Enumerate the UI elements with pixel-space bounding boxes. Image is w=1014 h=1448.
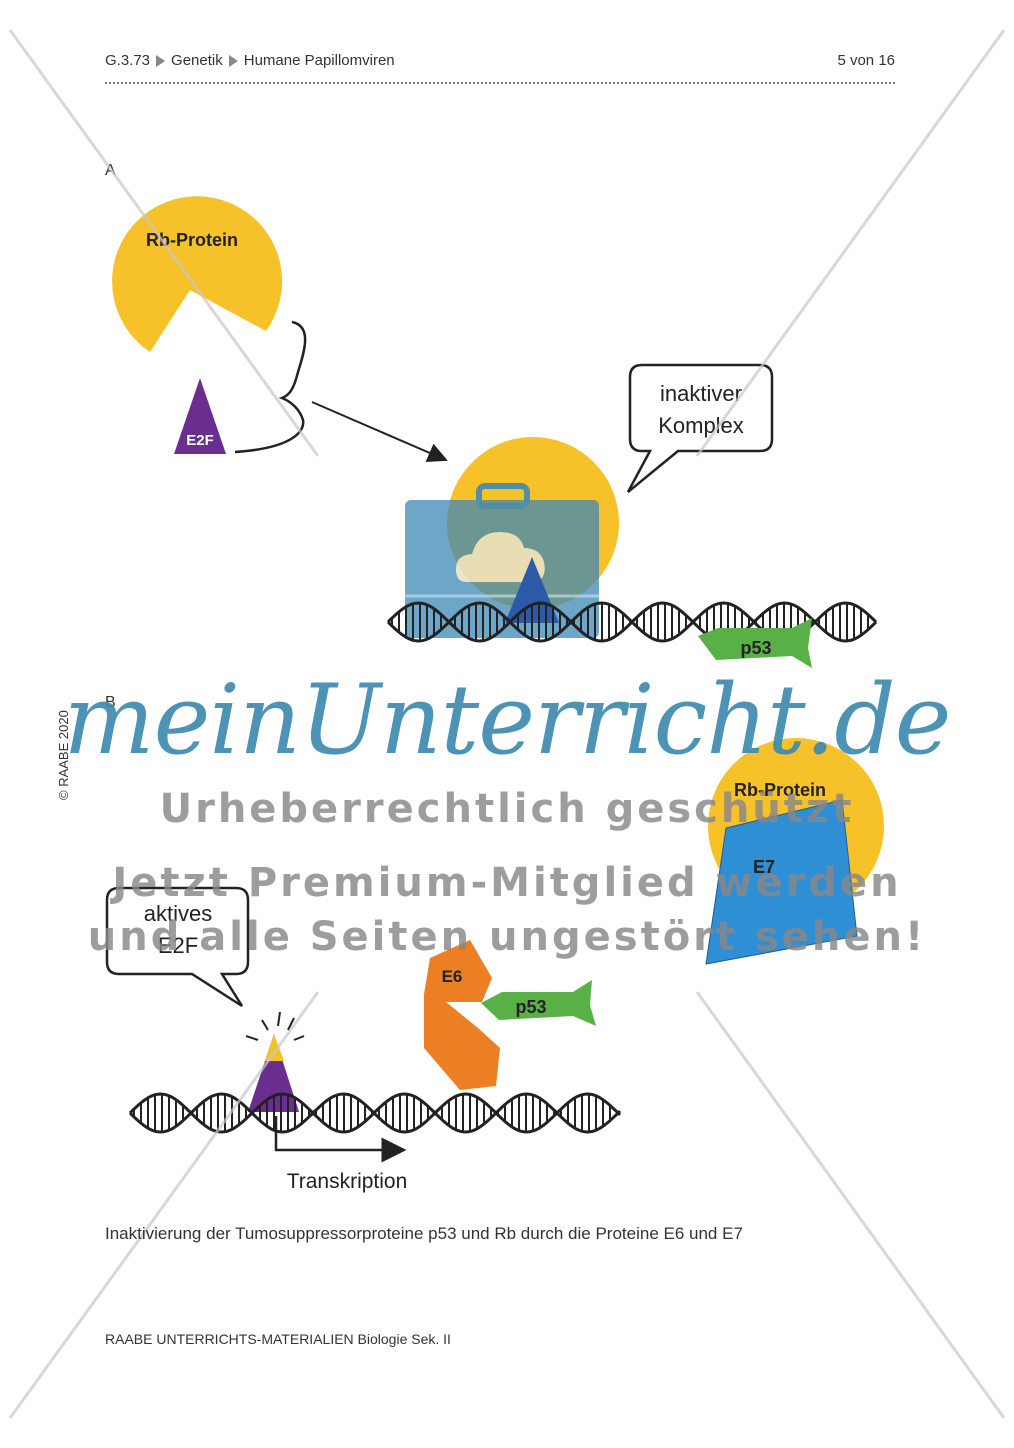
e6-label: E6 (442, 967, 463, 986)
header-subject: Genetik (171, 52, 223, 69)
watermark-brand: meinUnterricht.de (63, 664, 952, 776)
bubble-a-line2: Komplex (658, 413, 744, 438)
bubble-a-line1: inaktiver (660, 381, 742, 406)
header-code: G.3.73 (105, 52, 151, 69)
breadcrumb-arrow-icon (156, 55, 166, 68)
watermark-line2: Jetzt Premium-Mitglied werden (112, 860, 902, 906)
active-e2f-rays (245, 1011, 305, 1041)
transcription-label: Transkription (287, 1170, 408, 1193)
rb-protein-shape-a (112, 196, 283, 352)
p53-shape-a (698, 618, 812, 668)
p53-shape-b (481, 980, 596, 1026)
e6-shape (424, 940, 500, 1090)
figure-caption: Inaktivierung der Tumosuppressorproteine… (105, 1224, 743, 1243)
p53-label-b: p53 (515, 997, 546, 1017)
e7-shape (705, 799, 858, 965)
transcription-arrow (274, 1116, 407, 1163)
bubble-b-line2: E2F (158, 933, 198, 958)
section-b-label: B (105, 694, 116, 711)
bubble-active-e2f (105, 886, 250, 1008)
page-number: 5 von 16 (837, 52, 895, 69)
bubble-b-line1: aktives (144, 901, 212, 926)
header-divider (105, 82, 895, 84)
dna-helix-b (128, 1092, 622, 1134)
dna-strand (128, 1092, 622, 1134)
dna-helix-a (386, 601, 878, 643)
grouping-brace (234, 320, 307, 454)
active-e2f-tip (265, 1034, 284, 1061)
page-footer: RAABE UNTERRICHTS-MATERIALIEN Biologie S… (105, 1331, 451, 1347)
watermark-cross-lines (8, 29, 1006, 1419)
header-breadcrumb: G.3.73 Genetik Humane Papillomviren (105, 52, 395, 69)
active-e2f-triangle (248, 1034, 299, 1112)
watermark-line1: Urheberrechtlich geschützt (159, 786, 855, 832)
e2f-triangle-a (174, 378, 226, 454)
header-topic: Humane Papillomviren (243, 52, 395, 69)
arrow-to-complex (311, 401, 448, 463)
rb-protein-label-a: Rb-Protein (146, 230, 238, 250)
e7-label: E7 (753, 857, 775, 877)
dna-strand (386, 601, 878, 643)
e2f-label-a: E2F (186, 432, 214, 449)
watermark-line3: und alle Seiten ungestört sehen! (87, 914, 927, 960)
rb-protein-label-b: Rb-Protein (734, 780, 826, 800)
breadcrumb-arrow-icon (228, 55, 238, 68)
p53-label-a: p53 (740, 638, 771, 658)
bubble-inactive-complex (626, 363, 774, 493)
